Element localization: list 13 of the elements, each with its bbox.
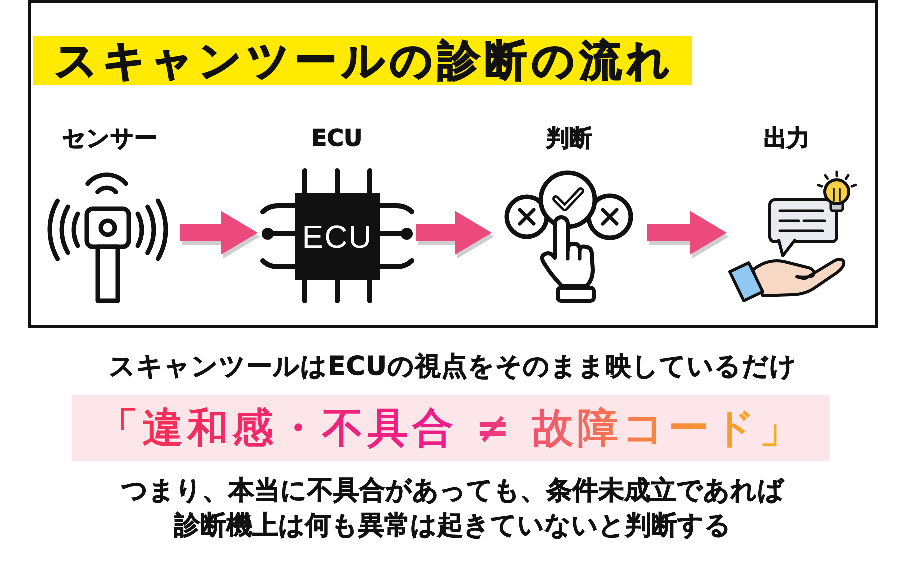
- title-banner: スキャンツールの診断の流れ: [33, 36, 692, 85]
- step-label: ECU: [311, 125, 363, 153]
- arrow: [180, 211, 258, 255]
- highlight-band: [72, 395, 830, 461]
- step-label: センサー: [62, 125, 158, 153]
- step-label: 出力: [764, 125, 810, 153]
- conclusion-text: つまり、本当に不具合があっても、条件未成立であれば診断機上は何も異常は起きていないと判断する: [120, 475, 786, 543]
- arrow: [416, 211, 492, 255]
- summary-text: スキャンツールはECUの視点をそのまま映しているだけ: [109, 351, 797, 383]
- frame-panel: [28, 0, 878, 328]
- arrow: [647, 211, 727, 255]
- chip-label: ECU: [302, 220, 373, 254]
- step-label: 判断: [546, 125, 592, 153]
